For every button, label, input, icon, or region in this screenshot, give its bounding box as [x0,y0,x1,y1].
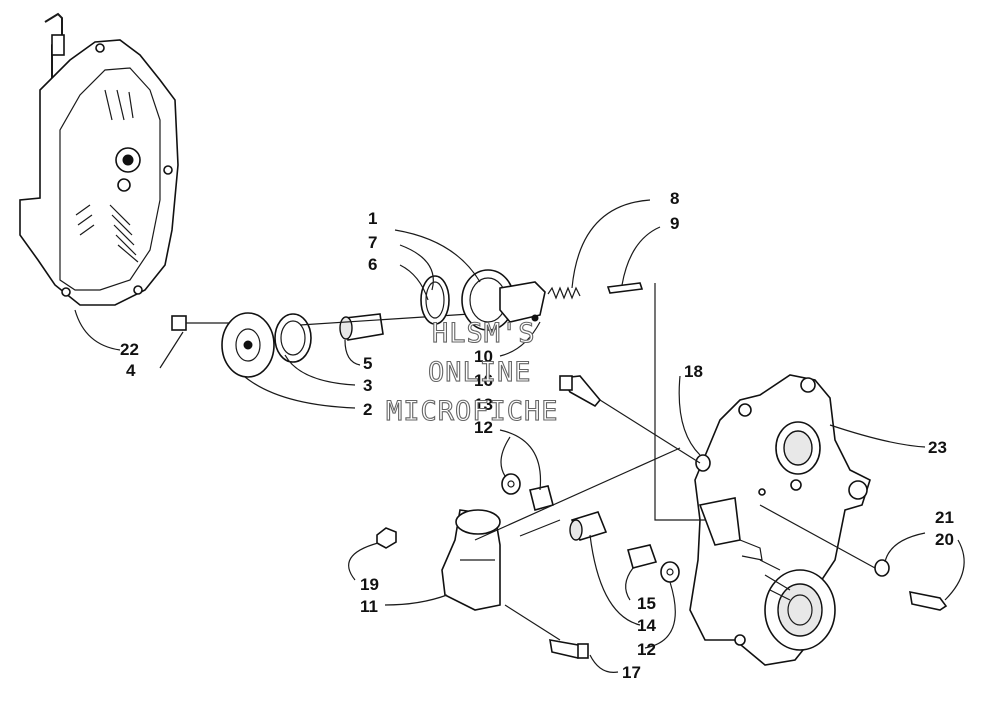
callout-5: 5 [363,354,372,373]
callout-21: 21 [935,508,954,527]
callout-12-upper: 12 [474,418,493,437]
callout-14: 14 [637,616,656,635]
callout-19: 19 [360,575,379,594]
watermark-line-3: MICROFICHE [386,396,559,427]
callout-2: 2 [363,400,372,419]
callout-15: 15 [637,594,656,613]
callout-4: 4 [126,361,136,380]
watermark-line-2: ONLINE [428,357,532,388]
callout-17: 17 [622,663,641,682]
callout-6: 6 [368,255,377,274]
callout-23: 23 [928,438,947,457]
tensioner-assembly [171,269,644,378]
callout-13: 13 [474,395,493,414]
callout-16: 16 [474,371,493,390]
callout-12-lower: 12 [637,640,656,659]
callout-7: 7 [368,233,377,252]
callout-3: 3 [363,376,372,395]
outer-chain-case-cover [19,12,179,306]
callout-10: 10 [474,347,493,366]
leader-lines [74,199,965,673]
callout-22: 22 [120,340,139,359]
callout-9: 9 [670,214,679,233]
watermark-line-1: HLSM'S [432,318,536,349]
callout-11: 11 [360,597,378,616]
callout-8: 8 [670,189,679,208]
callout-18: 18 [684,362,703,381]
watermark: HLSM'S ONLINE MICROFICHE [385,317,559,427]
callout-1: 1 [368,209,377,228]
inner-chain-case [689,374,871,666]
callout-labels: 1 7 6 8 9 22 4 5 3 2 10 16 13 12 18 23 2… [120,189,954,682]
callout-20: 20 [935,530,954,549]
